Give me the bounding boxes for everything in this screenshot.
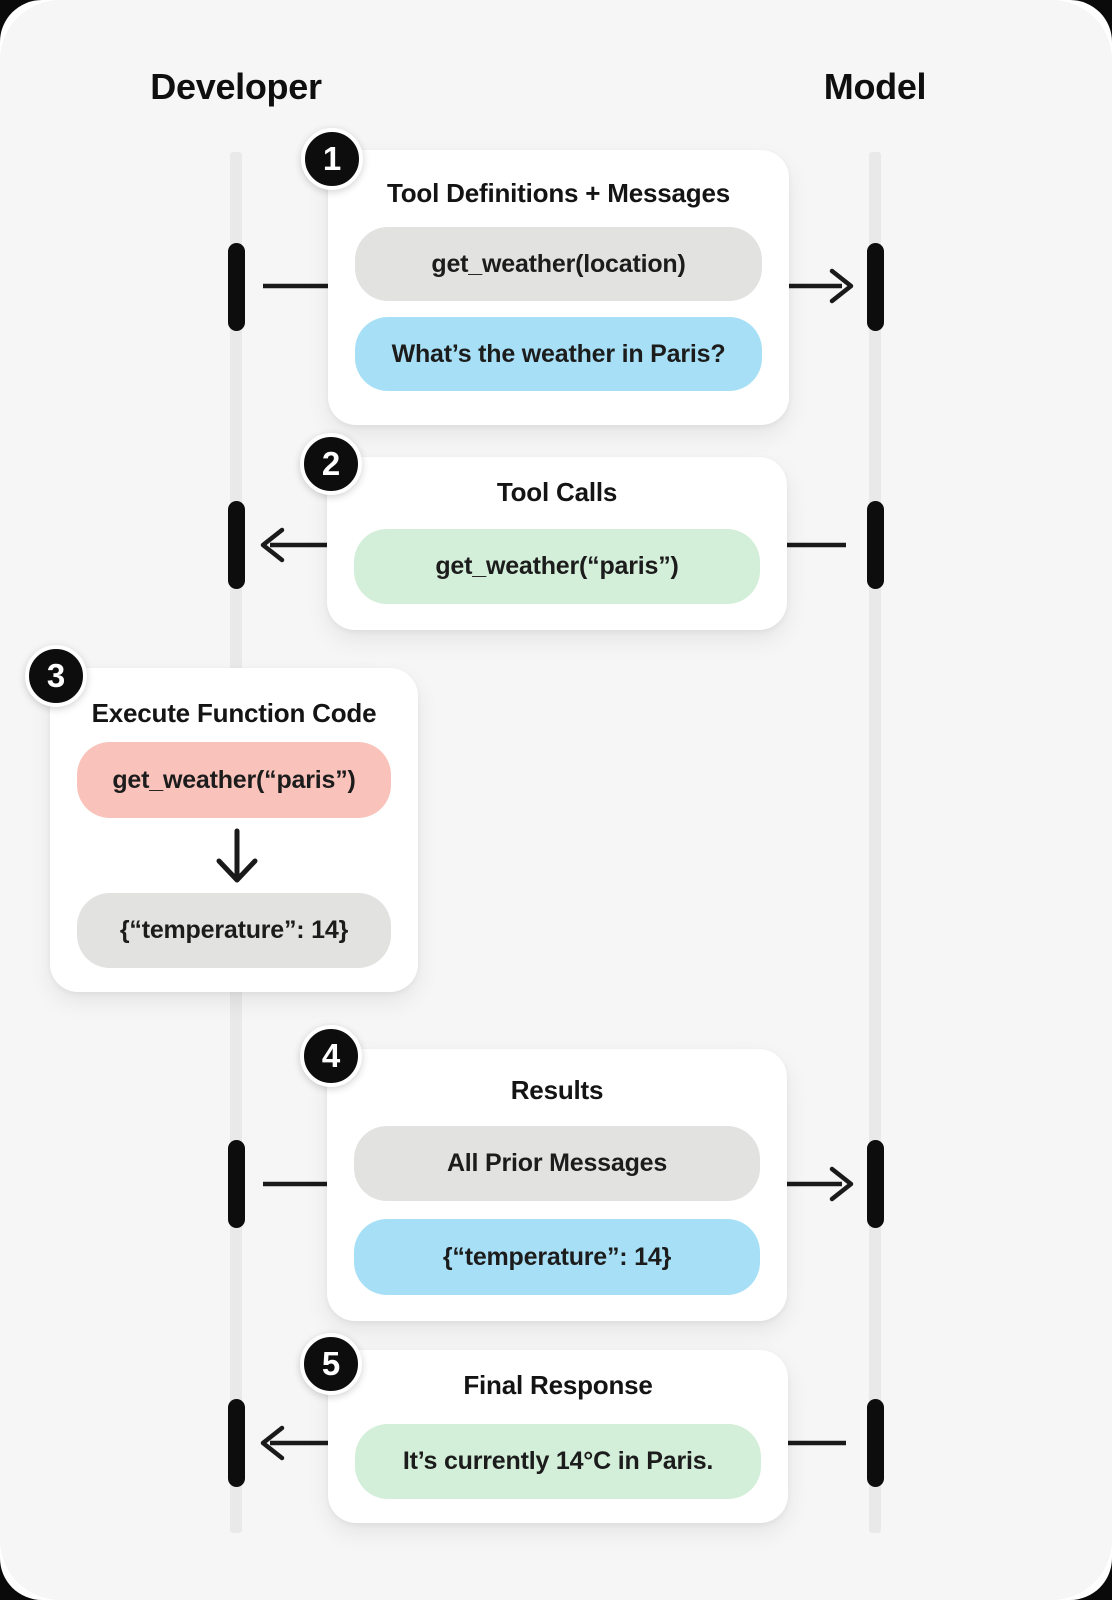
actor-label-developer: Developer xyxy=(150,66,322,107)
step-badge-2: 2 xyxy=(300,433,362,495)
pill-function-result: {“temperature”: 14} xyxy=(77,893,391,968)
activation-bar-model-5 xyxy=(867,1399,884,1487)
step-badge-4: 4 xyxy=(300,1025,362,1087)
step-2-title: Tool Calls xyxy=(496,477,618,507)
pill-executed-call: get_weather(“paris”) xyxy=(77,742,391,818)
step-3-title: Execute Function Code xyxy=(91,698,377,728)
pill-user-question: What’s the weather in Paris? xyxy=(355,317,762,391)
activation-bar-developer-1 xyxy=(228,243,245,331)
activation-bar-model-1 xyxy=(867,243,884,331)
activation-bar-developer-2 xyxy=(228,501,245,589)
step-card-5: Final Response It’s currently 14°C in Pa… xyxy=(328,1350,788,1523)
step-badge-5: 5 xyxy=(300,1333,362,1395)
pill-tool-result: {“temperature”: 14} xyxy=(354,1219,760,1295)
pill-all-prior-messages: All Prior Messages xyxy=(354,1126,760,1201)
activation-bar-developer-5 xyxy=(228,1399,245,1487)
step-card-4: Results All Prior Messages {“temperature… xyxy=(327,1049,787,1321)
activation-bar-model-2 xyxy=(867,501,884,589)
step-badge-3: 3 xyxy=(25,645,87,707)
actor-label-model: Model xyxy=(823,66,927,107)
pill-final-answer: It’s currently 14°C in Paris. xyxy=(355,1424,761,1499)
pill-tool-call: get_weather(“paris”) xyxy=(354,529,760,604)
step-1-title: Tool Definitions + Messages xyxy=(386,178,731,208)
step-card-3: Execute Function Code get_weather(“paris… xyxy=(50,668,418,992)
pill-tool-definition: get_weather(location) xyxy=(355,227,762,301)
activation-bar-model-4 xyxy=(867,1140,884,1228)
step-5-title: Final Response xyxy=(463,1370,653,1400)
step-card-1: Tool Definitions + Messages get_weather(… xyxy=(328,150,789,425)
step-4-title: Results xyxy=(510,1075,604,1105)
step-badge-1: 1 xyxy=(301,128,363,190)
activation-bar-developer-4 xyxy=(228,1140,245,1228)
down-arrow-icon xyxy=(216,828,258,883)
step-card-2: Tool Calls get_weather(“paris”) xyxy=(327,457,787,630)
